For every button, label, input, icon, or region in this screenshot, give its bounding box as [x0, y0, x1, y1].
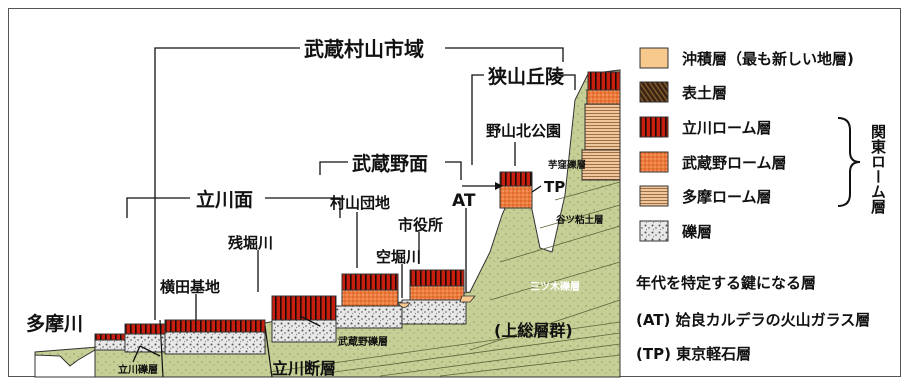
- summit-loam: [587, 71, 621, 91]
- legend-label-alluvium: 沖積層（最も新しい地層): [682, 50, 854, 68]
- label-yatsu-clay: 谷ツ粘土層: [556, 214, 604, 226]
- terrace-5-loam: [341, 273, 399, 291]
- hill-loam: [499, 171, 533, 187]
- notes-tp: (TP) 東京軽石層: [636, 345, 751, 363]
- terrace-2-gravel: [124, 333, 166, 353]
- fault-line-left: [159, 319, 164, 378]
- legend-label-gravel: 礫層: [682, 223, 712, 241]
- legend-swatch-gravel: [639, 220, 669, 242]
- label-murayama-danchi: 村山団地: [330, 194, 390, 212]
- label-yokota-base: 横田基地: [160, 278, 220, 296]
- legend-group-brace: [837, 117, 861, 207]
- legend-swatch-musashino-loam: [639, 151, 669, 173]
- label-sayama-hills: 狭山丘陵: [487, 65, 565, 88]
- label-tachikawa-gravel: 立川礫層: [118, 363, 158, 376]
- fault-line-main: [264, 325, 273, 378]
- terrace-6-musashino: [409, 285, 465, 301]
- label-zanbori-river: 残堀川: [228, 234, 273, 252]
- summit-gravel: [581, 149, 621, 181]
- label-tp: TP: [544, 178, 565, 196]
- legend-swatch-tachikawa-loam: [639, 116, 669, 138]
- terrace-4-loam: [271, 295, 337, 321]
- label-imokubo-gravel: 芋窪礫層: [548, 159, 586, 171]
- label-city-hall: 市役所: [398, 216, 443, 234]
- terrace-5-gravel: [335, 305, 403, 329]
- label-tachikawa-fault: 立川断層: [272, 359, 336, 378]
- legend-swatch-topsoil: [639, 81, 669, 103]
- legend-label-tama-loam: 多摩ローム層: [682, 188, 772, 206]
- terrace-2-loam: [124, 323, 166, 335]
- legend-label-topsoil: 表土層: [682, 84, 727, 102]
- terrace-1-loam: [94, 333, 128, 341]
- notes-title: 年代を特定する鍵になる層: [636, 274, 816, 292]
- terrace-3-loam: [164, 319, 266, 333]
- legend: 沖積層（最も新しい地層) 表土層 立川ローム層 武蔵野ローム層 多摩ローム層 礫…: [639, 47, 887, 242]
- label-musashino-surface: 武蔵野面: [352, 153, 428, 175]
- summit-tama: [584, 103, 621, 151]
- tama-river-ground: [34, 349, 96, 378]
- label-mitsugi-gravel: 三ツ木礫層: [530, 280, 580, 293]
- legend-label-musashino-loam: 武蔵野ローム層: [682, 154, 787, 172]
- hill-musashino: [499, 185, 533, 209]
- terrace-3-gravel: [164, 331, 266, 355]
- label-nogawa-park: 野山北公園: [486, 122, 561, 140]
- terrace-5-musashino: [341, 289, 399, 307]
- at-arrow-head: [495, 182, 503, 190]
- annotation-lines: [126, 47, 576, 363]
- notes-at: (AT) 姶良カルデラの火山ガラス層: [636, 311, 870, 329]
- legend-swatch-tama-loam: [639, 185, 669, 207]
- terrace-1-gravel: [94, 339, 128, 351]
- label-at: AT: [452, 191, 476, 211]
- alluvium-at: [459, 295, 476, 303]
- legend-swatch-alluvium: [639, 47, 669, 69]
- terrace-6-loam: [409, 269, 465, 287]
- strata-lines: [269, 181, 621, 377]
- terrace-4-gravel: [271, 319, 337, 343]
- label-musashino-gravel: 武蔵野礫層: [338, 335, 388, 348]
- alluvium-karabori: [397, 302, 411, 308]
- legend-label-tachikawa-loam: 立川ローム層: [682, 119, 772, 137]
- label-karabori-river: 空堀川: [376, 248, 421, 266]
- notes: 年代を特定する鍵になる層 (AT) 姶良カルデラの火山ガラス層 (TP) 東京軽…: [636, 274, 870, 363]
- label-kazusa-group: (上総層群): [494, 321, 573, 340]
- label-tama-river: 多摩川: [26, 312, 83, 335]
- terrace-6-gravel: [401, 299, 467, 325]
- label-tachikawa-surface: 立川面: [196, 188, 253, 211]
- summit-musashino: [586, 89, 621, 105]
- label-city-area: 武蔵村山市域: [304, 37, 424, 61]
- legend-group-label: 関東ローム層: [869, 124, 887, 215]
